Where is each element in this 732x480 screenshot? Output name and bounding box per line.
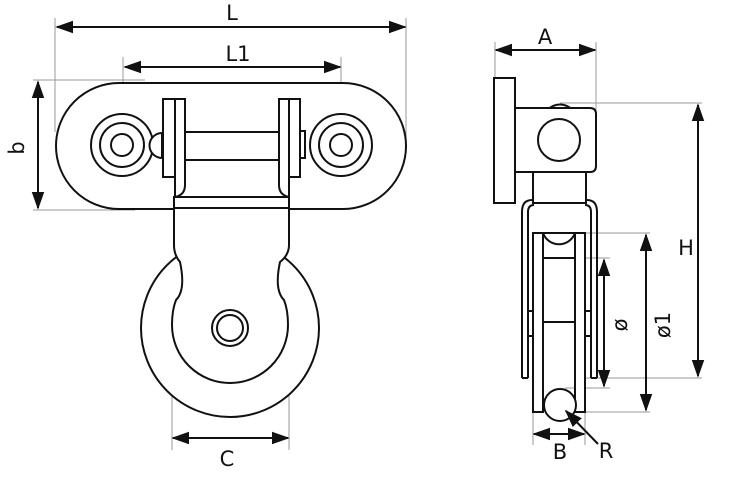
dimension-label-diameter1: ø1 [651, 312, 675, 338]
dimension-label-R: R [599, 439, 614, 463]
fork-outer [521, 199, 598, 378]
swivel-bracket [148, 98, 306, 209]
dimension-label-diameter: ø [608, 318, 632, 331]
sheave-profile [532, 232, 586, 422]
mounting-hole-right [309, 113, 373, 177]
dimension-label-b: b [5, 141, 29, 154]
front-view: L L1 b C [5, 1, 407, 471]
axle-bushing [211, 309, 249, 347]
swivel-pin [537, 118, 581, 162]
leader-line-R [564, 409, 599, 445]
side-view: A H ø ø1 B R [493, 25, 705, 464]
extension-lines [494, 42, 702, 445]
dimension-label-L1: L1 [225, 42, 250, 66]
dimension-label-H: H [678, 236, 694, 260]
dimension-label-A: A [538, 25, 553, 49]
swivel-neck [532, 171, 587, 204]
dimension-label-C: C [220, 447, 235, 471]
side-mounting-plate [493, 77, 516, 204]
swivel-block [514, 107, 597, 173]
cheek-plate [170, 207, 290, 384]
dimension-label-L: L [226, 1, 238, 25]
dimension-label-B: B [553, 440, 567, 464]
